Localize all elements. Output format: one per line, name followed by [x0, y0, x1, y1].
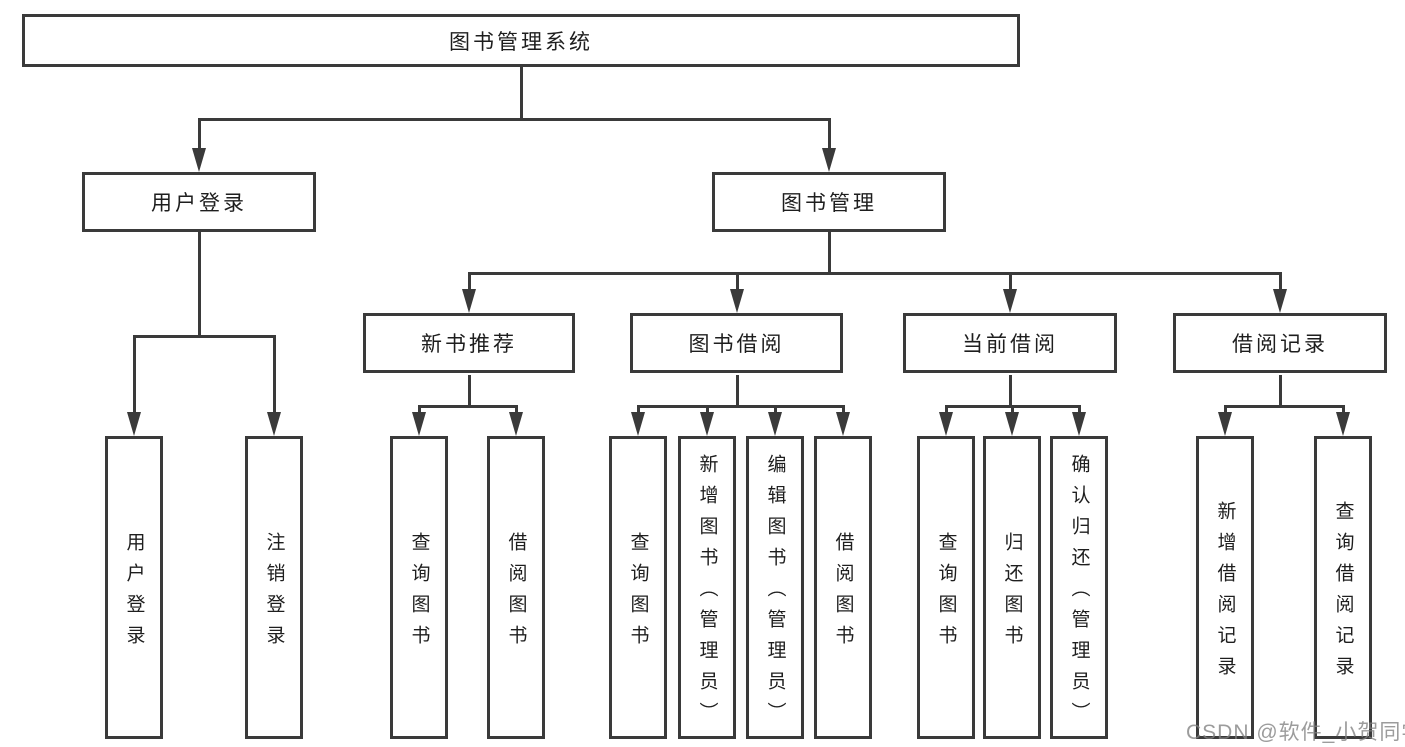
node-leaf-newbook-query: 查询图书: [390, 436, 448, 739]
node-leaf-borrow-edit: 编辑图书（管理员）: [746, 436, 804, 739]
connector-line: [467, 375, 471, 408]
node-leaf-newbook-borrow-label: 借阅图书: [505, 531, 527, 656]
arrowhead-down-icon: [631, 412, 645, 436]
node-leaf-logout: 注销登录: [245, 436, 303, 739]
node-leaf-records-query: 查询借阅记录: [1314, 436, 1372, 739]
arrowhead-down-icon: [462, 289, 476, 313]
node-leaf-records-add-label: 新增借阅记录: [1214, 500, 1236, 687]
connector-line: [636, 405, 845, 408]
arrowhead-down-icon: [267, 412, 281, 436]
node-book-management: 图书管理: [712, 172, 946, 232]
node-leaf-borrow-add: 新增图书（管理员）: [678, 436, 736, 739]
arrowhead-down-icon: [1336, 412, 1350, 436]
node-leaf-borrow-query: 查询图书: [609, 436, 667, 739]
arrowhead-down-icon: [192, 148, 206, 172]
watermark: CSDN @软件_小贺同学: [1186, 721, 1405, 744]
connector-line: [705, 408, 709, 412]
connector-line: [841, 408, 845, 412]
node-borrow-records-label: 借阅记录: [1232, 333, 1328, 356]
connector-line: [1008, 375, 1012, 408]
node-leaf-user-login-label: 用户登录: [123, 531, 145, 656]
connector-line: [1341, 408, 1345, 412]
node-leaf-records-add: 新增借阅记录: [1196, 436, 1254, 739]
node-leaf-current-confirm: 确认归还（管理员）: [1050, 436, 1108, 739]
node-leaf-logout-label: 注销登录: [263, 531, 285, 656]
node-leaf-current-return-label: 归还图书: [1001, 531, 1023, 656]
node-leaf-borrow-add-label: 新增图书（管理员）: [696, 454, 718, 733]
arrowhead-down-icon: [509, 412, 523, 436]
node-root: 图书管理系统: [22, 14, 1020, 67]
connector-line: [514, 408, 518, 412]
connector-line: [197, 232, 201, 338]
connector-line: [417, 405, 518, 408]
node-book-borrow: 图书借阅: [630, 313, 843, 373]
connector-line: [636, 408, 640, 412]
connector-line: [735, 275, 739, 289]
arrowhead-down-icon: [836, 412, 850, 436]
connector-line: [1077, 408, 1081, 412]
connector-line: [735, 375, 739, 408]
node-leaf-newbook-borrow: 借阅图书: [487, 436, 545, 739]
node-borrow-records: 借阅记录: [1173, 313, 1387, 373]
node-current-borrow: 当前借阅: [903, 313, 1117, 373]
node-leaf-current-query-label: 查询图书: [935, 531, 957, 656]
node-leaf-borrow-edit-label: 编辑图书（管理员）: [764, 454, 786, 733]
node-leaf-newbook-query-label: 查询图书: [408, 531, 430, 656]
connector-line: [944, 405, 1081, 408]
node-leaf-user-login: 用户登录: [105, 436, 163, 739]
arrowhead-down-icon: [1003, 289, 1017, 313]
connector-line: [1008, 275, 1012, 289]
connector-line: [1223, 408, 1227, 412]
connector-line: [197, 121, 201, 148]
node-leaf-borrow-query-label: 查询图书: [627, 531, 649, 656]
arrowhead-down-icon: [127, 412, 141, 436]
connector-line: [773, 408, 777, 412]
node-user-login-label: 用户登录: [151, 192, 247, 215]
arrowhead-down-icon: [939, 412, 953, 436]
connector-line: [132, 335, 276, 338]
arrowhead-down-icon: [1005, 412, 1019, 436]
connector-line: [272, 338, 276, 412]
arrowhead-down-icon: [700, 412, 714, 436]
connector-line: [467, 275, 471, 289]
connector-line: [1223, 405, 1345, 408]
connector-line: [1010, 408, 1014, 412]
node-leaf-current-confirm-label: 确认归还（管理员）: [1068, 454, 1090, 733]
connector-line: [417, 408, 421, 412]
arrowhead-down-icon: [1072, 412, 1086, 436]
node-book-management-label: 图书管理: [781, 192, 877, 215]
arrowhead-down-icon: [1218, 412, 1232, 436]
node-new-book-recommend-label: 新书推荐: [421, 333, 517, 356]
connector-line: [519, 66, 523, 121]
arrowhead-down-icon: [730, 289, 744, 313]
node-current-borrow-label: 当前借阅: [962, 333, 1058, 356]
connector-line: [132, 338, 136, 412]
node-user-login: 用户登录: [82, 172, 316, 232]
node-leaf-current-return: 归还图书: [983, 436, 1041, 739]
node-leaf-records-query-label: 查询借阅记录: [1332, 500, 1354, 687]
arrowhead-down-icon: [1273, 289, 1287, 313]
arrowhead-down-icon: [768, 412, 782, 436]
connector-line: [467, 272, 1282, 275]
arrowhead-down-icon: [412, 412, 426, 436]
connector-line: [944, 408, 948, 412]
connector-line: [827, 232, 831, 275]
node-leaf-current-query: 查询图书: [917, 436, 975, 739]
node-new-book-recommend: 新书推荐: [363, 313, 575, 373]
connector-line: [1278, 375, 1282, 408]
connector-line: [1278, 275, 1282, 289]
arrowhead-down-icon: [822, 148, 836, 172]
connector-line: [827, 121, 831, 148]
node-leaf-borrow-borrow: 借阅图书: [814, 436, 872, 739]
node-book-borrow-label: 图书借阅: [688, 333, 785, 356]
node-leaf-borrow-borrow-label: 借阅图书: [832, 531, 854, 656]
connector-line: [197, 118, 831, 121]
node-root-label: 图书管理系统: [449, 30, 593, 54]
